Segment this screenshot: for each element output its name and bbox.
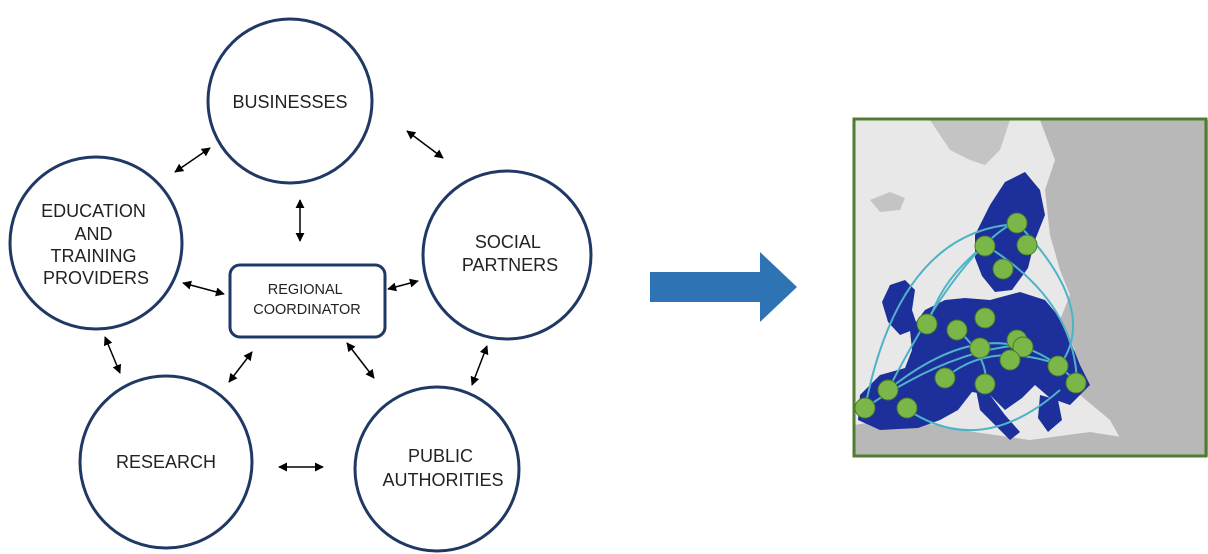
node-research-line: RESEARCH (116, 452, 216, 472)
node-education-line: PROVIDERS (43, 268, 149, 288)
city-dot (969, 337, 991, 359)
node-coordinator-line: REGIONAL (268, 282, 343, 298)
network-line (944, 354, 1061, 379)
transition-arrow (650, 252, 797, 322)
arrow-education-businesses (174, 147, 211, 173)
svg-text:RESEARCH: RESEARCH (116, 452, 216, 472)
city-dot (1016, 234, 1038, 256)
arrow-education-coordinator (182, 280, 225, 297)
map-eu-italy (975, 385, 1020, 440)
city-dot (999, 349, 1021, 371)
city-dot (1012, 336, 1034, 358)
node-businesses-line: BUSINESSES (232, 92, 347, 112)
node-social-partners: SOCIAL PARTNERS (421, 169, 593, 341)
arrow-social-public (470, 345, 489, 386)
city-dot (974, 307, 996, 329)
network-line (864, 223, 1019, 409)
svg-text:REGIONAL COORDINATOR: REGIONAL COORDINATOR (253, 282, 360, 318)
svg-text:SOCIAL PARTNERS: SOCIAL PARTNERS (462, 232, 558, 275)
node-coordinator-line: COORDINATOR (253, 302, 360, 318)
city-dot (1006, 212, 1028, 234)
city-dot (896, 397, 918, 419)
city-dot (992, 258, 1014, 280)
node-social-line: PARTNERS (462, 255, 558, 275)
node-businesses: BUSINESSES (206, 17, 374, 185)
europe-map-icon (852, 117, 1208, 458)
city-dot (946, 319, 968, 341)
svg-text:PUBLIC AUTHORITIES: PUBLIC AUTHORITIES (382, 446, 503, 490)
node-education-providers: EDUCATION AND TRAINING PROVIDERS (8, 155, 184, 331)
network-line (887, 221, 1016, 391)
node-education-line: AND (74, 224, 112, 244)
map-land-north (930, 120, 1010, 165)
arrow-coordinator-research (228, 351, 253, 383)
map-eu-scandinavia (975, 172, 1045, 292)
arrow-coordinator-social (387, 278, 419, 292)
network-line (904, 389, 1061, 432)
arrow-businesses-social (406, 130, 444, 159)
map-land-iceland (870, 192, 905, 212)
node-public-line: AUTHORITIES (382, 470, 503, 490)
svg-text:EDUCATION AND TRAI: EDUCATION AND TRAINING PROVIDERS (41, 201, 151, 288)
arrow-education-research (103, 336, 122, 374)
city-dot (916, 313, 938, 335)
node-public-line: PUBLIC (408, 446, 473, 466)
city-dot (974, 373, 996, 395)
node-public-authorities: PUBLIC AUTHORITIES (353, 385, 521, 553)
network-line (984, 244, 1078, 384)
city-dot (1047, 355, 1069, 377)
node-education-line: TRAINING (50, 246, 136, 266)
map-frame (852, 117, 1208, 458)
city-dot (934, 367, 956, 389)
map-eu-greece (1038, 395, 1062, 432)
node-research: RESEARCH (78, 374, 254, 550)
map-city-dots (855, 212, 1087, 419)
node-regional-coordinator: REGIONAL COORDINATOR (228, 263, 387, 339)
city-dot (855, 397, 876, 419)
arrow-coordinator-public (346, 342, 375, 379)
city-dot (877, 379, 899, 401)
node-social-line: SOCIAL (475, 232, 541, 252)
city-dot (974, 235, 996, 257)
connector-arrows (103, 130, 489, 472)
node-education-line: EDUCATION (41, 201, 146, 221)
svg-text:BUSINESSES: BUSINESSES (232, 92, 347, 112)
city-dot (1065, 372, 1087, 394)
